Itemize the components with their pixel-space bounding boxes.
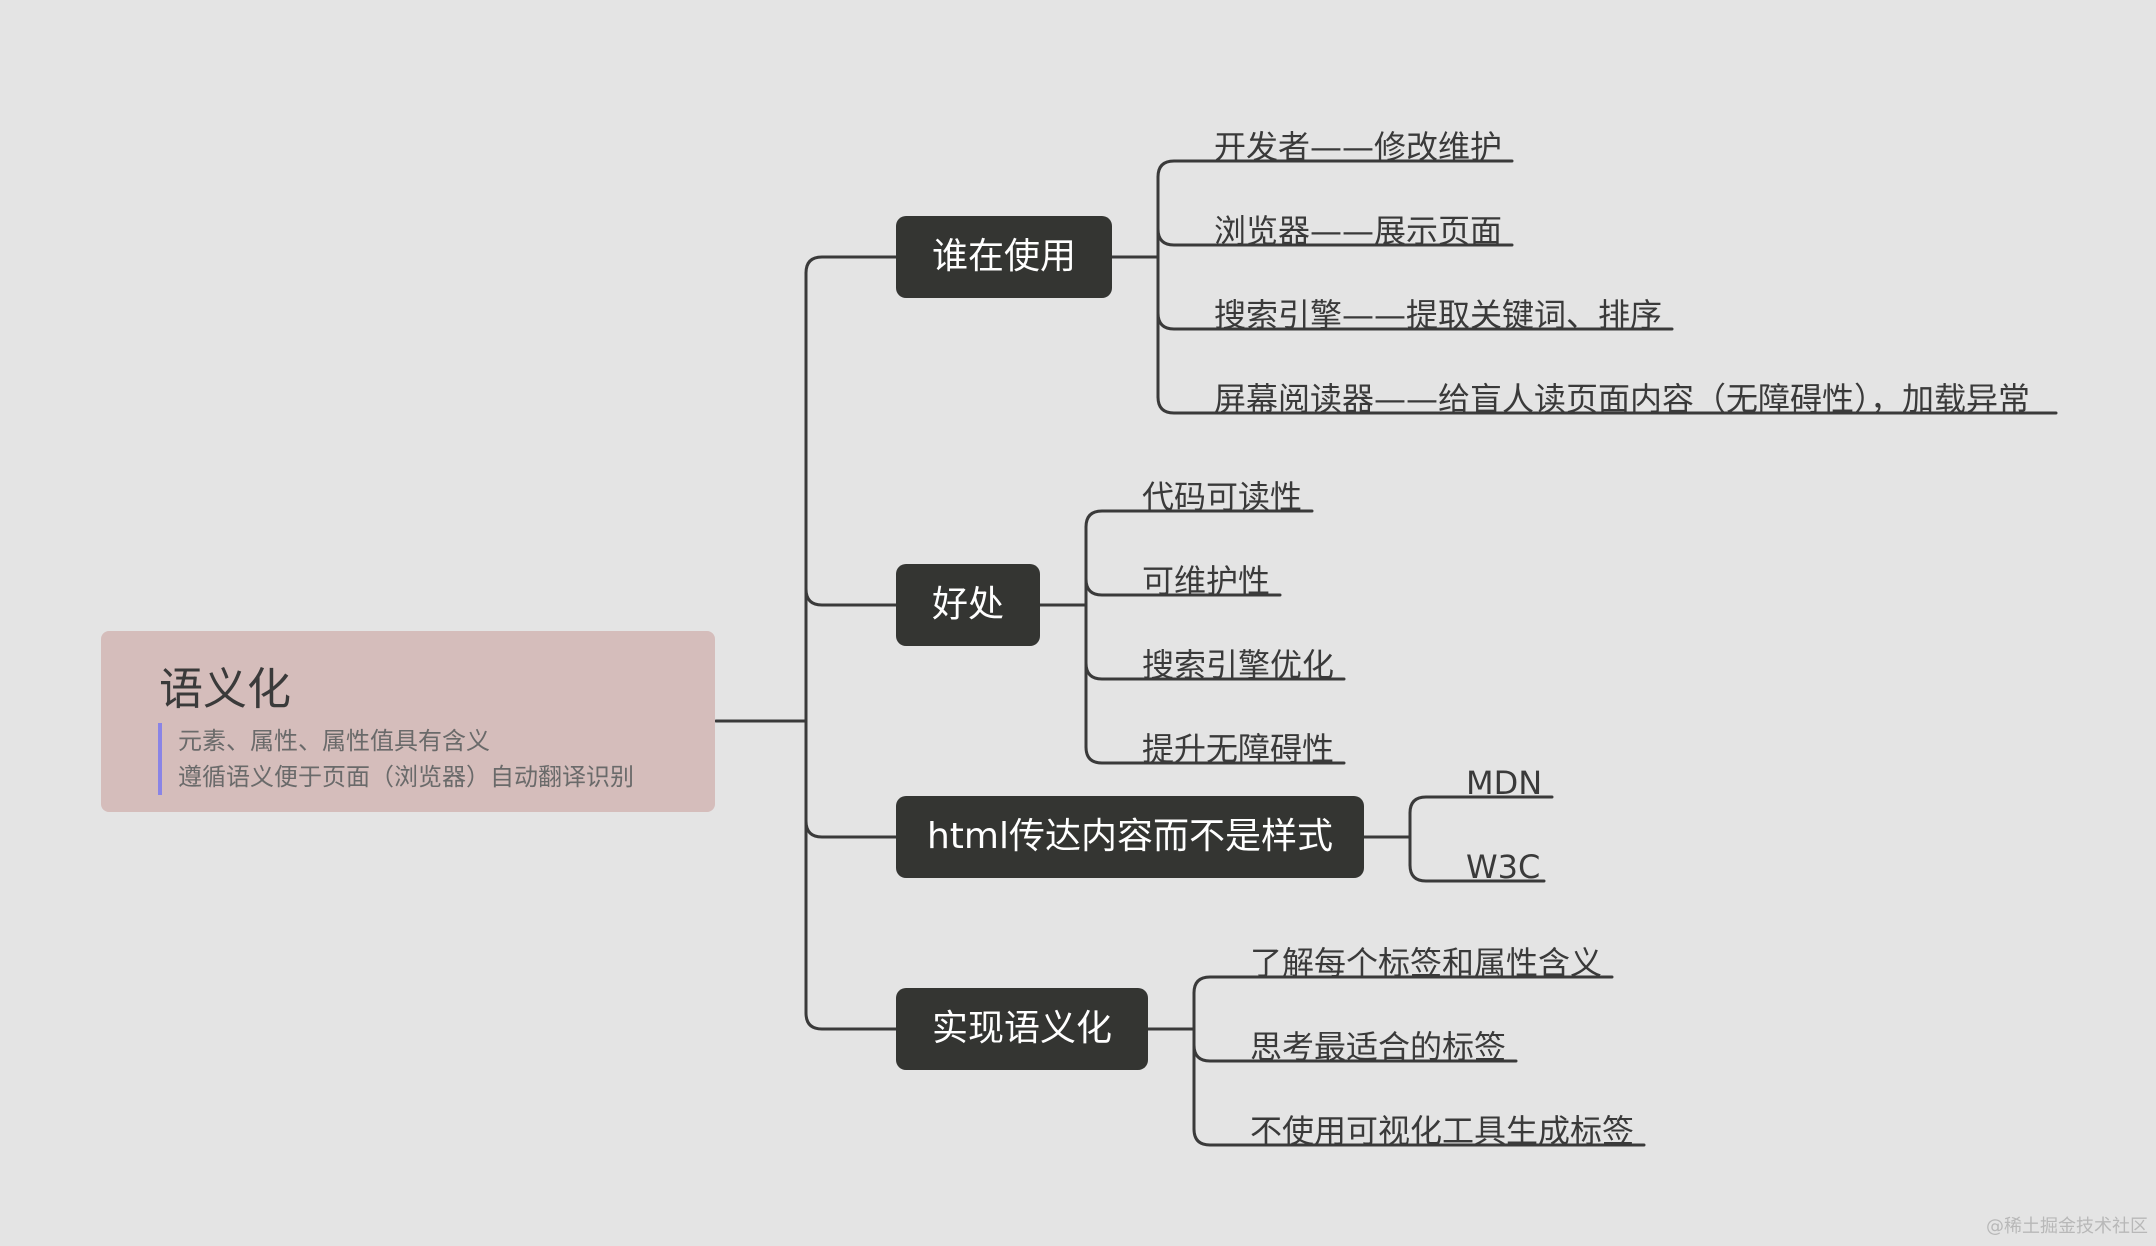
root-topic-notes: 元素、属性、属性值具有含义 遵循语义便于页面（浏览器）自动翻译识别	[158, 723, 634, 795]
leaf-underline	[1156, 311, 1674, 331]
leaf-underline	[1084, 661, 1346, 681]
leaf-underline	[1192, 975, 1614, 995]
branch-connector	[804, 587, 898, 607]
leaf-underline	[1156, 159, 1514, 179]
leaf-underline	[1192, 1127, 1646, 1147]
leaf-topic[interactable]: 代码可读性	[1142, 478, 1303, 516]
branch-content-not-style[interactable]: html传达内容而不是样式	[896, 796, 1364, 878]
leaf-topic[interactable]: 了解每个标签和属性含义	[1250, 944, 1603, 982]
branch-connector	[804, 1011, 898, 1031]
leaf-topic[interactable]: 提升无障碍性	[1142, 730, 1335, 768]
branch-implement[interactable]: 实现语义化	[896, 988, 1148, 1070]
watermark: @稀土掘金技术社区	[1986, 1216, 2148, 1237]
leaf-underline	[1408, 795, 1554, 815]
leaf-underline	[1408, 863, 1546, 883]
root-note-line: 元素、属性、属性值具有含义	[178, 727, 490, 755]
leaf-topic[interactable]: MDN	[1466, 764, 1543, 802]
root-topic-title: 语义化	[159, 664, 291, 715]
leaf-topic[interactable]: W3C	[1466, 848, 1541, 886]
leaf-topic[interactable]: 开发者——修改维护	[1214, 128, 1503, 166]
root-topic[interactable]: 语义化 元素、属性、属性值具有含义 遵循语义便于页面（浏览器）自动翻译识别	[101, 631, 715, 812]
leaf-topic[interactable]: 思考最适合的标签	[1250, 1028, 1507, 1066]
leaf-underline	[1192, 1043, 1518, 1063]
leaf-topic[interactable]: 不使用可视化工具生成标签	[1250, 1112, 1635, 1150]
leaf-topic[interactable]: 可维护性	[1142, 562, 1271, 600]
branch-who-uses[interactable]: 谁在使用	[896, 216, 1112, 298]
leaf-underline	[1084, 745, 1346, 765]
leaf-underline	[1084, 509, 1314, 529]
leaf-topic[interactable]: 搜索引擎——提取关键词、排序	[1214, 296, 1663, 334]
branch-connector	[804, 819, 898, 839]
leaf-underline	[1084, 577, 1282, 597]
branch-connector	[804, 255, 898, 275]
leaf-underline	[1156, 227, 1514, 247]
leaf-topic[interactable]: 浏览器——展示页面	[1214, 212, 1503, 250]
leaf-topic[interactable]: 搜索引擎优化	[1142, 646, 1335, 684]
root-note-line: 遵循语义便于页面（浏览器）自动翻译识别	[178, 763, 634, 791]
leaf-topic[interactable]: 屏幕阅读器——给盲人读页面内容（无障碍性），加载异常	[1214, 380, 2031, 418]
leaf-underline	[1156, 395, 2058, 415]
branch-benefits[interactable]: 好处	[896, 564, 1040, 646]
